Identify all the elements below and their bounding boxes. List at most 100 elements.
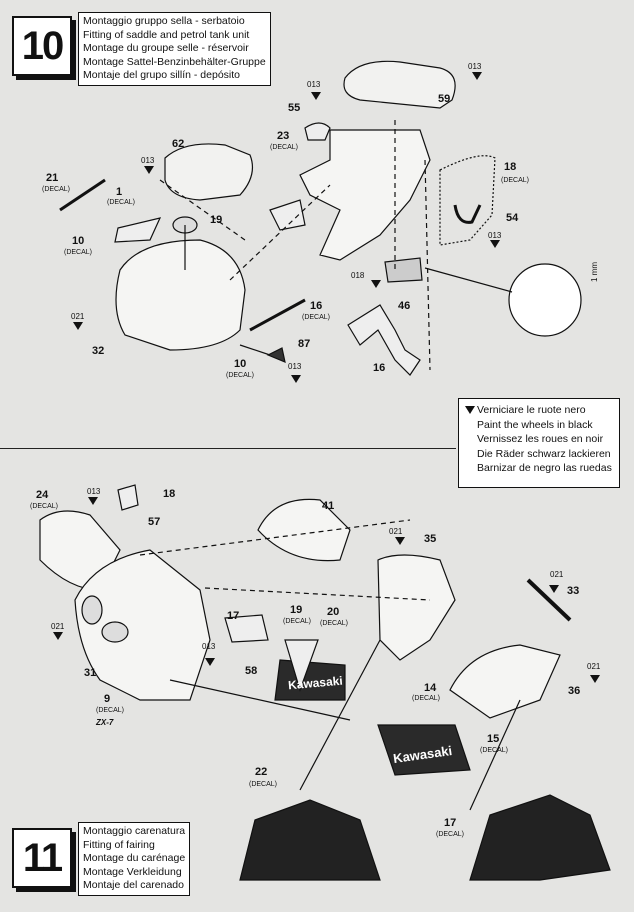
decal-label: (DECAL) bbox=[30, 503, 59, 510]
decal-19 bbox=[284, 639, 319, 692]
windscreen-41 bbox=[257, 498, 351, 562]
part-label-10: 10 bbox=[234, 358, 247, 370]
seat-62 bbox=[164, 143, 253, 201]
part-label-1: 1 bbox=[116, 186, 123, 198]
decal-label: (DECAL) bbox=[412, 695, 441, 702]
belly-decal-17 bbox=[469, 794, 611, 881]
color-code-021: 021 bbox=[550, 570, 564, 579]
decal-label: (DECAL) bbox=[96, 707, 125, 714]
part-label-16: 16 bbox=[310, 300, 323, 312]
part-label-15: 15 bbox=[487, 733, 500, 745]
part-label-41: 41 bbox=[322, 500, 335, 512]
bracket-16b bbox=[347, 304, 421, 376]
part-label-59: 59 bbox=[438, 93, 451, 105]
color-code-013: 013 bbox=[307, 80, 321, 89]
part-54 bbox=[453, 204, 482, 224]
step-10-title: Montaggio gruppo sella - serbatoio Fitti… bbox=[78, 12, 271, 86]
decal-label: (DECAL) bbox=[302, 314, 331, 321]
black-paint-triangle-icon bbox=[465, 406, 475, 414]
decal-label: (DECAL) bbox=[226, 372, 255, 379]
panel-33 bbox=[526, 578, 572, 622]
decal-label: (DECAL) bbox=[64, 249, 93, 256]
side-decal-20 bbox=[274, 659, 346, 701]
decal-label: (DECAL) bbox=[480, 747, 509, 754]
part-label-19: 19 bbox=[210, 214, 223, 226]
headlight-right bbox=[101, 621, 129, 643]
step-11-title-fr: Montage du carénage bbox=[83, 852, 186, 865]
color-code-021: 021 bbox=[71, 312, 85, 321]
grill-46 bbox=[384, 257, 423, 283]
decal-label: (DECAL) bbox=[283, 618, 312, 625]
step-10-title-es: Montaje del grupo sillín - depósito bbox=[83, 69, 241, 82]
decal-label: (DECAL) bbox=[249, 781, 278, 788]
part-label-32: 32 bbox=[92, 345, 105, 357]
step-11-title-en: Fitting of fairing bbox=[83, 838, 155, 851]
decal-label: (DECAL) bbox=[270, 144, 299, 151]
color-code-013: 013 bbox=[87, 487, 101, 496]
part-label-58: 58 bbox=[245, 665, 258, 677]
dimension-label: 1 mm bbox=[590, 262, 599, 282]
part-label-55: 55 bbox=[288, 102, 301, 114]
step-11-number: 11 bbox=[12, 828, 72, 888]
part-label-14: 14 bbox=[424, 682, 437, 694]
leader-magnifier bbox=[424, 267, 513, 293]
step-10-number: 10 bbox=[12, 16, 72, 76]
mirror-stub bbox=[269, 199, 306, 231]
lower-cowl-36 bbox=[449, 644, 561, 719]
section-divider bbox=[0, 448, 456, 449]
side-cowl-35 bbox=[377, 554, 456, 661]
step-10-title-it: Montaggio gruppo sella - serbatoio bbox=[83, 15, 245, 27]
decal-label: (DECAL) bbox=[42, 186, 71, 193]
seat-frame-23 bbox=[299, 129, 431, 261]
color-code-013: 013 bbox=[288, 362, 302, 371]
fuel-tank bbox=[115, 239, 246, 351]
detail-magnifier bbox=[508, 263, 582, 337]
step-11-title-de: Montage Verkleidung bbox=[83, 865, 182, 878]
color-code-013: 013 bbox=[141, 156, 155, 165]
step-11-title-it: Montaggio carenatura bbox=[83, 825, 186, 837]
paint-line-es: Barnizar de negro las ruedas bbox=[477, 462, 612, 474]
paint-line-fr: Vernissez les roues en noir bbox=[477, 433, 604, 445]
mirror-58 bbox=[224, 614, 269, 643]
side-decal-15 bbox=[377, 724, 471, 776]
headlight-left bbox=[81, 595, 103, 625]
part-label-18: 18 bbox=[163, 488, 176, 500]
part-label-62: 62 bbox=[172, 138, 185, 150]
front-fairing-31 bbox=[74, 549, 211, 701]
part-label-19: 19 bbox=[290, 604, 303, 616]
part-label-17: 17 bbox=[444, 817, 457, 829]
decal-16 bbox=[249, 298, 306, 332]
bolt-87 bbox=[266, 347, 286, 363]
part-label-21: 21 bbox=[46, 172, 59, 184]
part-label-23: 23 bbox=[277, 130, 290, 142]
step-10-title-de: Montage Sattel-Benzinbehälter-Gruppe bbox=[83, 55, 266, 68]
mirror-57 bbox=[117, 484, 139, 511]
part-label-46: 46 bbox=[398, 300, 411, 312]
part-label-16: 16 bbox=[373, 362, 386, 374]
decal-label: (DECAL) bbox=[501, 177, 530, 184]
seat-59 bbox=[343, 60, 456, 109]
decal-21 bbox=[59, 178, 106, 212]
part-label-35: 35 bbox=[424, 533, 437, 545]
color-code-013: 013 bbox=[468, 62, 482, 71]
part-label-22: 22 bbox=[255, 766, 268, 778]
paint-instruction-box: Verniciare le ruote nero Paint the wheel… bbox=[458, 398, 620, 488]
color-code-021: 021 bbox=[587, 662, 601, 671]
part-label-31: 31 bbox=[84, 667, 97, 679]
decal-label: (DECAL) bbox=[436, 831, 465, 838]
step-10-title-fr: Montage du groupe selle - réservoir bbox=[83, 42, 249, 55]
part-label-36: 36 bbox=[568, 685, 581, 697]
decal-label: (DECAL) bbox=[107, 199, 136, 206]
part-label-9: 9 bbox=[104, 693, 111, 705]
step-11-title-es: Montaje del carenado bbox=[83, 879, 184, 892]
part-label-18: 18 bbox=[504, 161, 517, 173]
step-10-title-en: Fitting of saddle and petrol tank unit bbox=[83, 28, 250, 41]
part-label-17: 17 bbox=[227, 610, 240, 622]
mount-55 bbox=[304, 122, 331, 141]
part-label-57: 57 bbox=[148, 516, 161, 528]
color-code-013: 013 bbox=[488, 231, 502, 240]
part-label-24: 24 bbox=[36, 489, 49, 501]
part-label-33: 33 bbox=[567, 585, 580, 597]
